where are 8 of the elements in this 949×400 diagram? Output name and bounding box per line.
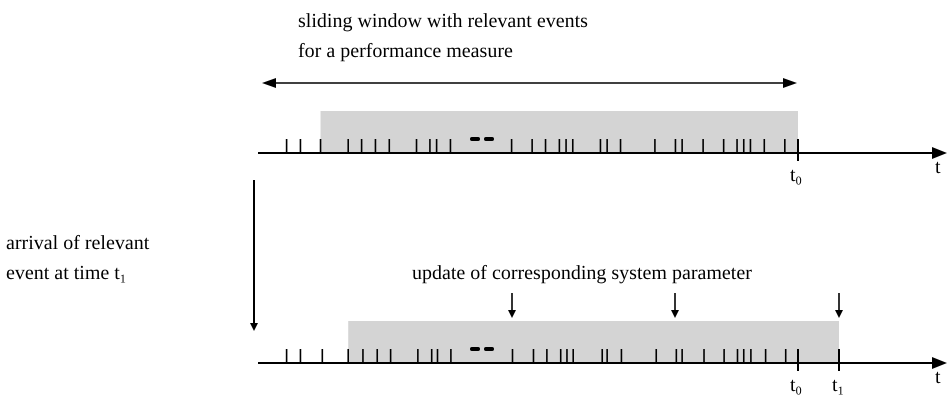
- axis-label: t$_{0}$: [790, 163, 802, 190]
- axis-label: update of corresponding system parameter: [412, 261, 752, 286]
- axis-label: arrival of relevant event at time t$_{1}$: [6, 231, 150, 288]
- axis-label: t: [935, 155, 941, 180]
- axis-label: sliding window with relevant events for a performance measure: [298, 9, 589, 64]
- axis-label: t$_{1}$: [832, 373, 844, 400]
- axis-label: t$_{0}$: [790, 373, 802, 400]
- axis-label: t: [935, 365, 941, 390]
